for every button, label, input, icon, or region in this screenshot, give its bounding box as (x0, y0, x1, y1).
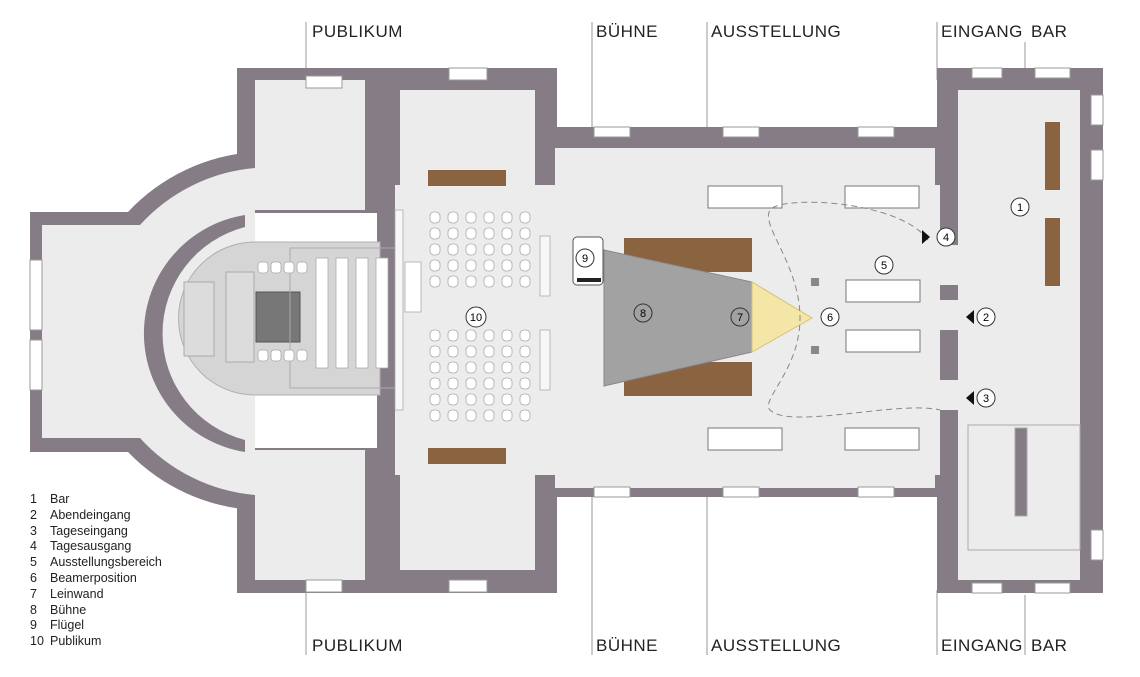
svg-text:1: 1 (1017, 202, 1023, 214)
svg-text:9: 9 (582, 253, 588, 265)
marker-1: 1 (1010, 197, 1030, 217)
marker-6: 6 (820, 307, 840, 327)
apse-inner-wall (143, 215, 245, 452)
visitor-route (767, 201, 941, 418)
number-markers: 1 2 3 4 5 6 7 8 9 10 (465, 197, 1030, 408)
staircase (967, 424, 1081, 551)
zone-label-ausstellung-bottom: AUSSTELLUNG (711, 636, 842, 655)
zone-label-publikum-bottom: PUBLIKUM (312, 636, 403, 655)
zone-label-bar-bottom: BAR (1031, 636, 1068, 655)
screen (751, 281, 813, 353)
marker-7: 7 (730, 307, 750, 327)
zone-label-eingang-bottom: EINGANG (941, 636, 1023, 655)
exhibition-tables (707, 185, 921, 451)
marker-5: 5 (874, 255, 894, 275)
entrance-arrows (922, 230, 974, 405)
marker-8: 8 (633, 303, 653, 323)
piano-keys (577, 278, 601, 282)
svg-text:4: 4 (943, 232, 949, 244)
svg-text:6: 6 (827, 312, 833, 324)
zone-label-ausstellung-top: AUSSTELLUNG (711, 22, 842, 41)
chancel-seats (257, 257, 422, 369)
svg-text:8: 8 (640, 308, 646, 320)
zone-label-buehne-bottom: BÜHNE (596, 636, 659, 655)
projector-posts (811, 278, 819, 354)
svg-text:10: 10 (470, 312, 482, 324)
marker-10: 10 (465, 306, 487, 328)
svg-text:3: 3 (983, 393, 989, 405)
benches (428, 122, 1060, 464)
zone-label-bar-top: BAR (1031, 22, 1068, 41)
svg-text:7: 7 (737, 312, 743, 324)
svg-text:2: 2 (983, 312, 989, 324)
arrow-abendeingang (966, 310, 974, 324)
svg-text:5: 5 (881, 260, 887, 272)
arrow-tageseingang (966, 391, 974, 405)
windows (29, 67, 1104, 594)
zone-label-publikum-top: PUBLIKUM (312, 22, 403, 41)
marker-9: 9 (575, 248, 595, 268)
marker-2: 2 (976, 307, 996, 327)
arrow-tagesausgang (922, 230, 930, 244)
zone-label-buehne-top: BÜHNE (596, 22, 659, 41)
marker-3: 3 (976, 388, 996, 408)
marker-4: 4 (936, 227, 956, 247)
audience-seats (394, 209, 551, 422)
zone-label-eingang-top: EINGANG (941, 22, 1023, 41)
